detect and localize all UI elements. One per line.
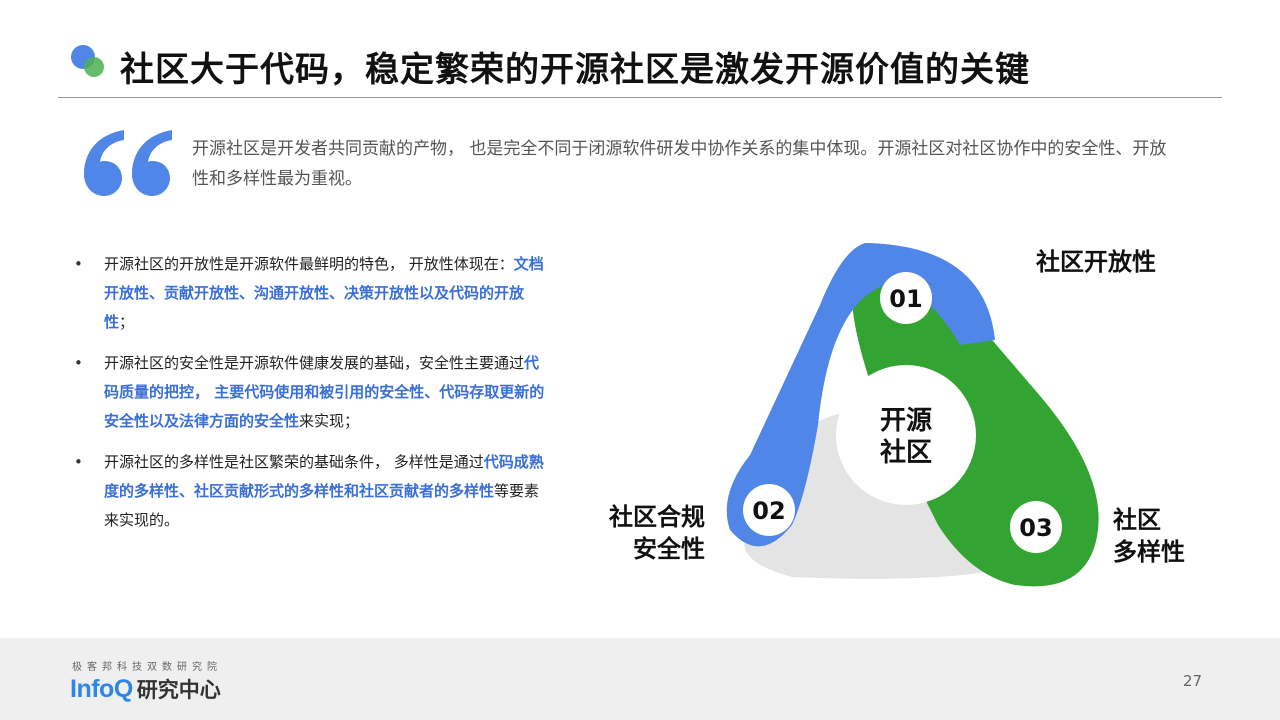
bullet-text: 开源社区的多样性是社区繁荣的基础条件， 多样性是通过	[104, 453, 484, 471]
bullet-text: 开源社区的安全性是开源软件健康发展的基础，安全性主要通过	[104, 354, 525, 372]
node-03-label-line1: 社区	[1113, 506, 1161, 534]
bullet-marker: •	[74, 453, 83, 471]
bullet-text: 开源社区的开放性是开源软件最鲜明的特色， 开放性体现在：	[104, 255, 514, 273]
bullet-list: • 开源社区的开放性是开源软件最鲜明的特色， 开放性体现在：文档开放性、贡献开放…	[74, 250, 552, 547]
quote-mark-icon	[84, 130, 172, 196]
node-01-circle	[880, 272, 932, 324]
bullet-text: 来实现；	[299, 412, 360, 430]
bullet-item-diversity: • 开源社区的多样性是社区繁荣的基础条件， 多样性是通过代码成熟度的多样性、社区…	[74, 448, 552, 535]
title-dots-icon	[71, 45, 104, 77]
bullet-text: ；	[119, 313, 135, 331]
community-cycle-diagram: 开源 社区 01 02 03 社区开放性 社区合规 安全性 社区 多样性	[609, 243, 1185, 587]
page-title: 社区大于代码，稳定繁荣的开源社区是激发开源价值的关键	[120, 50, 1030, 90]
logo-subtitle: 研究中心	[136, 678, 221, 702]
node-01-label: 社区开放性	[1036, 248, 1156, 276]
node-02-label-line2: 安全性	[633, 535, 705, 563]
node-02-circle	[743, 484, 795, 536]
bullet-highlight: 代码质量的把控， 主要代码使用和被引用的安全性、代码存取更新的安全性以及法律方面…	[104, 354, 545, 430]
center-circle	[836, 365, 976, 505]
intro-text: 开源社区是开发者共同贡献的产物， 也是完全不同于闭源软件研发中协作关系的集中体现…	[192, 139, 1167, 189]
center-label-line2: 社区	[880, 437, 932, 468]
bullet-item-security: • 开源社区的安全性是开源软件健康发展的基础，安全性主要通过代码质量的把控， 主…	[74, 349, 552, 436]
node-03-circle	[1010, 501, 1062, 553]
blue-band	[726, 243, 995, 547]
logo-brand: InfoQ	[70, 675, 133, 703]
node-03-label-line2: 多样性	[1113, 538, 1185, 566]
bullet-text: 等要素来实现的。	[104, 482, 540, 529]
bullet-item-openness: • 开源社区的开放性是开源软件最鲜明的特色， 开放性体现在：文档开放性、贡献开放…	[74, 250, 552, 337]
bullet-marker: •	[74, 354, 83, 372]
center-label-line1: 开源	[880, 406, 932, 436]
bullet-highlight: 文档开放性、贡献开放性、沟通开放性、决策开放性以及代码的开放性	[104, 255, 544, 331]
org-name: 极客邦科技双数研究院	[72, 662, 222, 673]
bullet-marker: •	[74, 255, 83, 273]
node-01-number: 01	[889, 285, 922, 313]
bullet-highlight: 代码成熟度的多样性、社区贡献形式的多样性和社区贡献者的多样性	[104, 453, 544, 500]
node-02-label-line1: 社区合规	[609, 503, 705, 531]
node-03-number: 03	[1019, 514, 1052, 542]
footer-bar	[0, 638, 1280, 720]
title-divider	[58, 97, 1222, 98]
node-02-number: 02	[752, 497, 785, 525]
page-number: 27	[1183, 672, 1203, 690]
